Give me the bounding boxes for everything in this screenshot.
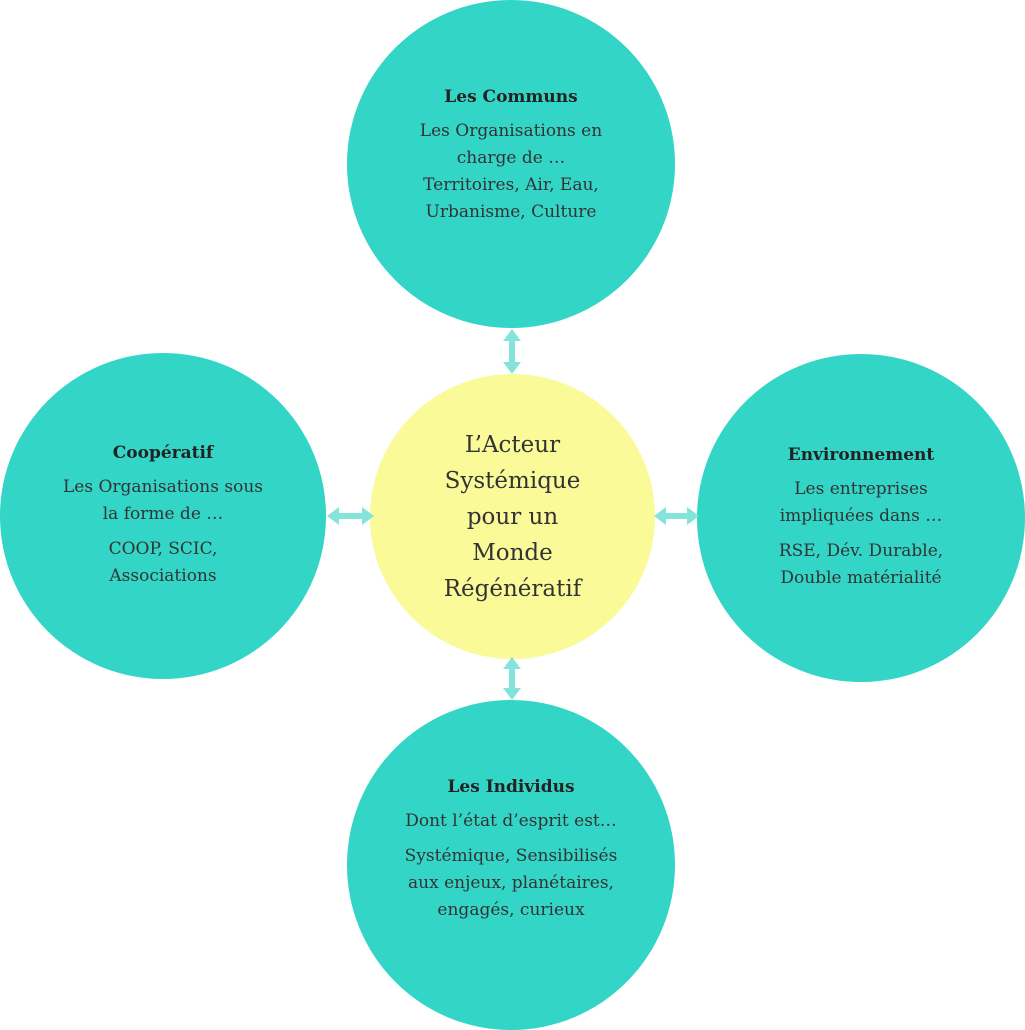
center-text-line: Régénératif [443, 575, 582, 602]
arrow-top-center [503, 329, 521, 374]
arrow-left-center [327, 507, 374, 525]
node-text-line: RSE, Dév. Durable, [778, 541, 944, 561]
node-text-line: Dont l’état d’esprit est… [405, 811, 617, 831]
node-text-line: Systémique, Sensibilisés [404, 846, 618, 866]
center-text-line: Monde [472, 539, 553, 566]
center-text-line: pour un [466, 503, 559, 530]
node-text-line: Les Organisations sous [62, 477, 263, 497]
node-text-line: la forme de … [102, 504, 224, 524]
center-text-line: L’Acteur [464, 431, 561, 458]
node-title: Coopératif [112, 443, 214, 463]
node-text-line: engagés, curieux [437, 900, 585, 920]
node-text-line: Urbanisme, Culture [425, 202, 597, 222]
arrow-center-right [654, 507, 699, 525]
arrow-center-bottom [503, 657, 521, 700]
node-text-line: Les entreprises [794, 479, 928, 499]
node-text-line: Territoires, Air, Eau, [423, 175, 599, 195]
node-text-line: aux enjeux, planétaires, [408, 873, 614, 893]
node-cooperatif: Coopératif Les Organisations sous la for… [0, 353, 326, 679]
node-title: Les Individus [447, 777, 575, 797]
node-title: Environnement [787, 445, 935, 465]
center-text-line: Systémique [444, 467, 581, 494]
node-title: Les Communs [444, 87, 578, 107]
node-text-line: impliquées dans … [779, 506, 943, 526]
node-text-line: charge de … [456, 148, 566, 168]
node-text-line: Double matérialité [780, 568, 942, 588]
node-les-individus: Les Individus Dont l’état d’esprit est… … [347, 700, 675, 1030]
node-text-line: COOP, SCIC, [108, 539, 218, 559]
node-text-line: Associations [109, 566, 217, 586]
node-text-line: Les Organisations en [419, 121, 603, 141]
node-central-acteur-systemique: L’Acteur Systémique pour un Monde Régéné… [370, 374, 655, 659]
node-environnement: Environnement Les entreprises impliquées… [697, 354, 1025, 682]
node-les-communs: Les Communs Les Organisations en charge … [347, 0, 675, 328]
